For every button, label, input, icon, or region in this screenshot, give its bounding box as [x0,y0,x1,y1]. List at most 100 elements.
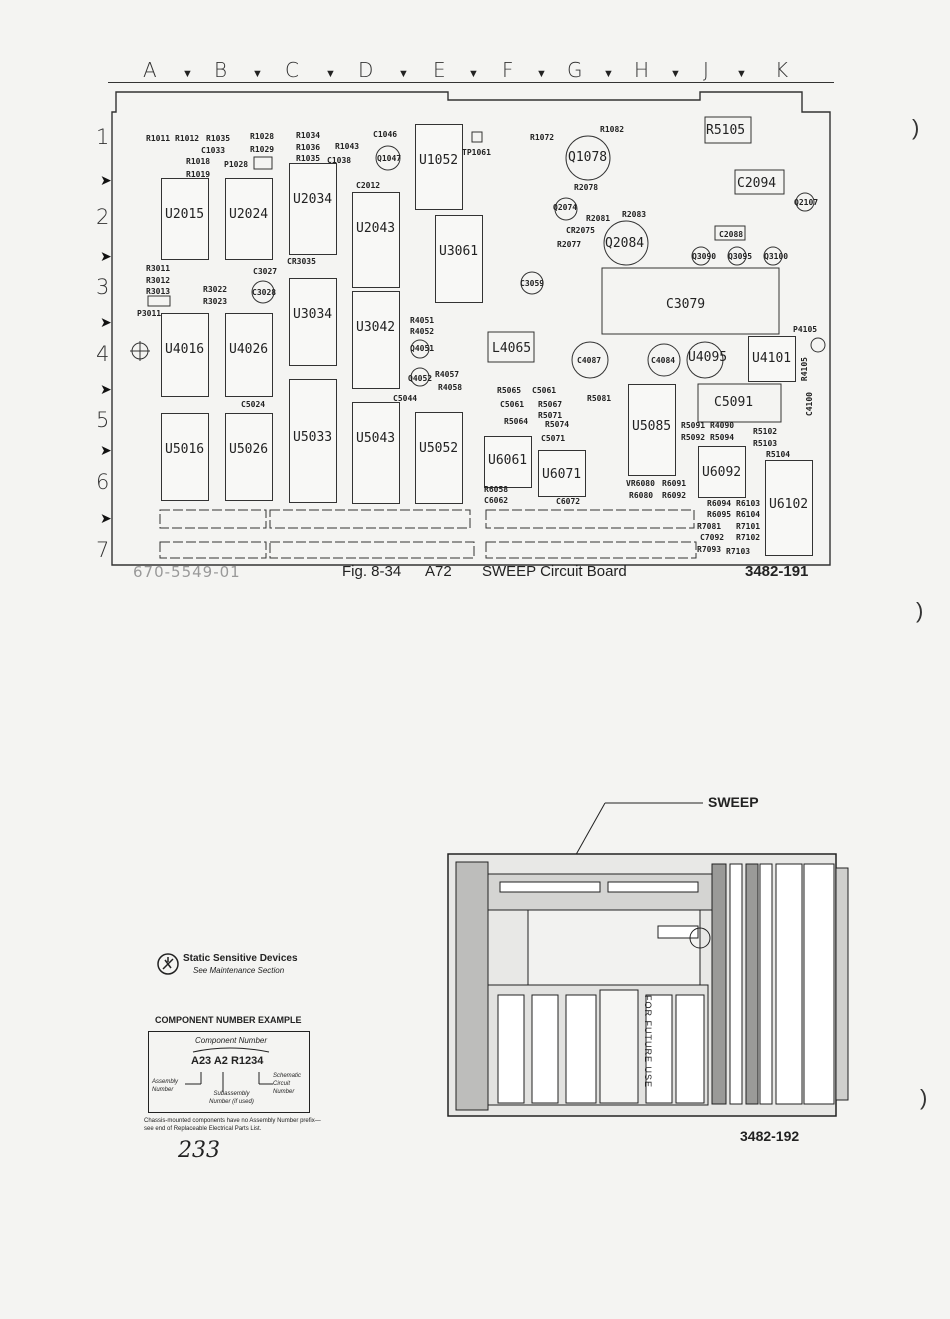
ic-chip: U2034 [289,163,337,255]
capacitor-label: C6072 [556,497,581,506]
column-label: E [433,58,446,82]
resistor-label: R1018 [186,157,211,166]
ic-label: U5016 [165,442,205,457]
ic-label: U5026 [229,442,269,457]
arrow-down-icon: ▼ [536,68,547,80]
header-rule [108,82,834,83]
ic-label: U3042 [356,320,396,335]
arrow-right-icon: ➤ [100,314,112,330]
capacitor-label: C3059 [520,279,545,288]
static-title: Static Sensitive Devices [183,953,298,964]
resistor-label: R1072 [530,133,555,142]
ic-chip: U5043 [352,402,400,504]
ic-label: U3034 [293,307,333,322]
ic-chip: U3042 [352,291,400,389]
resistor-label: R6058 [484,485,509,494]
ic-label: U2015 [165,207,205,222]
ic-chip: U5052 [415,412,463,504]
resistor-label: R1035 [206,134,231,143]
resistor-label: R2077 [557,240,582,249]
ic-chip: U4026 [225,313,273,397]
row-label: 7 [96,538,110,562]
resistor-label: R1035 [296,154,321,163]
handwritten-page-number: 233 [178,1138,220,1163]
chassis-drawing [447,802,849,1117]
resistor-label: R1082 [600,125,625,134]
resistor-label: R7103 [726,547,751,556]
ic-label: U2034 [293,192,333,207]
chassis-locator: SWEEP FOR FUTURE USE 3482-192 [440,790,870,1150]
resistor-label: R7102 [736,533,761,542]
arrow-right-icon: ➤ [100,172,112,188]
resistor-label: R7081 [697,522,722,531]
resistor-label: R4057 [435,370,460,379]
arrow-down-icon: ▼ [398,68,409,80]
example-schematic-number: Schematic Circuit Number [273,1073,302,1095]
arrow-down-icon: ▼ [325,68,336,80]
resistor-label: R1011 [146,134,171,143]
transistor-label: Q2084 [605,236,645,251]
resistor-label: R6091 [662,479,687,488]
resistor-label: R4052 [410,327,435,336]
ic-chip: U5016 [161,413,209,501]
resistor-label: R5104 [766,450,791,459]
resistor-label: R5065 [497,386,522,395]
example-caption: Component Number [195,1036,268,1045]
ic-chip: U6071 [538,450,586,497]
arrow-right-icon: ➤ [100,381,112,397]
row-label: 4 [96,342,110,366]
capacitor-label: C5091 [714,395,754,410]
resistor-label: R5074 [545,420,570,429]
resistor-label: R6094 [707,499,732,508]
resistor-label: R3022 [203,285,228,294]
capacitor-label: C1033 [201,146,226,155]
ic-chip: U1052 [415,124,463,210]
capacitor-label: C1046 [373,130,398,139]
ic-label: U4026 [229,342,269,357]
ic-label: U5052 [419,441,459,456]
resistor-label: R5067 [538,400,563,409]
resistor-label: R1019 [186,170,211,179]
resistor-label: R7093 [697,545,722,554]
resistor-label: R1028 [250,132,275,141]
example-footnote: Chassis-mounted components have no Assem… [144,1118,321,1132]
ic-chip: U2015 [161,178,209,260]
resistor-label: R4051 [410,316,435,325]
transistor-label: U4095 [688,350,728,365]
resistor-label: R1043 [335,142,360,151]
column-label: J [703,58,709,82]
resistor-label: R4058 [438,383,463,392]
capacitor-label: C3028 [252,288,277,297]
board-title: SWEEP Circuit Board [482,563,627,580]
ic-chip: U5026 [225,413,273,501]
ic-label: U5033 [293,430,333,445]
arrow-down-icon: ▼ [182,68,193,80]
figure-number: Fig. 8-34 [342,563,402,580]
binder-hole-mark: ) [912,115,920,140]
resistor-label: R5094 [710,433,735,442]
resistor-label: R2081 [586,214,611,223]
resistor-label: R5071 [538,411,563,420]
arrow-down-icon: ▼ [670,68,681,80]
capacitor-label: C1038 [327,156,352,165]
transistor-label: Q2107 [794,198,819,207]
resistor-label: R3011 [146,264,171,273]
component-number-example: COMPONENT NUMBER EXAMPLE Component Numbe… [144,1014,324,1134]
transistor-label: Q3095 [728,252,753,261]
capacitor-label: C2094 [737,176,777,191]
binder-hole-mark: ) [916,598,924,623]
resistor-label: R5103 [753,439,778,448]
column-label: C [285,58,299,82]
transistor-label: Q4051 [410,344,435,353]
capacitor-label: C5061 [532,386,557,395]
resistor-label: R2078 [574,183,599,192]
example-box: Component Number A23 A2 R1234 Assembly N… [148,1031,310,1113]
assembly-number: A72 [425,563,452,580]
capacitor-label: C3027 [253,267,278,276]
resistor-label: R1029 [250,145,275,154]
ic-chip: U5033 [289,379,337,503]
resistor-label: R3013 [146,287,171,296]
board-part-number: 670-5549-01 [133,563,241,581]
capacitor-label: C3079 [666,297,706,312]
resistor-label: R6092 [662,491,687,500]
